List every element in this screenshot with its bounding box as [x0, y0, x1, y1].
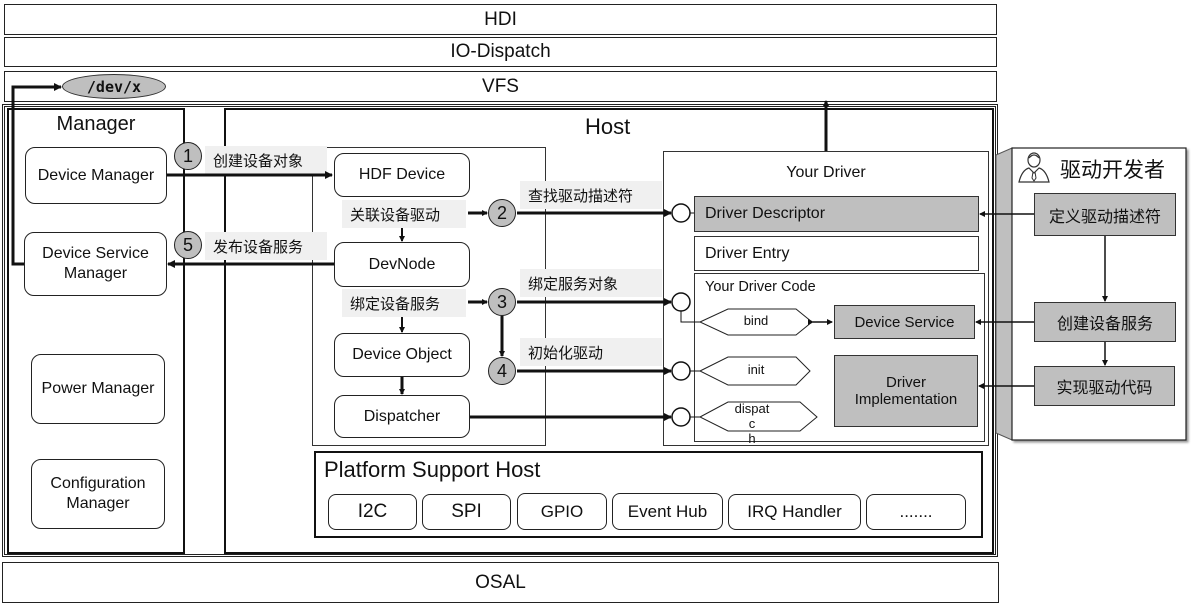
vfs-label: VFS — [482, 75, 519, 97]
devnode-box: DevNode — [334, 242, 470, 287]
hdf-device-box: HDF Device — [334, 153, 470, 197]
step-2-label: 查找驱动描述符 — [520, 181, 662, 209]
step-5-badge: 5 — [174, 231, 202, 259]
your-driver-title: Your Driver — [786, 164, 866, 181]
host-title: Host — [585, 114, 631, 139]
psh-item-more: ....... — [866, 494, 966, 530]
platform-support-host-panel — [314, 451, 983, 538]
your-driver-code-title: Your Driver Code — [705, 279, 816, 295]
osal-layer: OSAL — [2, 562, 999, 603]
your-driver-code-panel — [694, 273, 985, 442]
developer-person-icon — [1018, 152, 1050, 183]
devnode-label: DevNode — [368, 255, 436, 273]
hdf-device-label: HDF Device — [358, 166, 446, 183]
psh-item-gpio: GPIO — [517, 493, 607, 530]
step-1-label: 创建设备对象 — [205, 146, 327, 174]
driver-entry-box: Driver Entry — [694, 236, 979, 271]
step-2-badge: 2 — [488, 199, 516, 227]
device-service-manager-label: Device Service Manager — [42, 245, 149, 282]
io-dispatch-label: IO-Dispatch — [450, 41, 551, 62]
associate-driver-label: 关联设备驱动 — [342, 200, 466, 228]
configuration-manager-box: Configuration Manager — [31, 459, 165, 529]
hdi-label: HDI — [484, 8, 517, 30]
psh-item-spi: SPI — [422, 494, 511, 530]
manager-panel — [7, 108, 185, 554]
step-5-label: 发布设备服务 — [205, 232, 327, 260]
dispatcher-label: Dispatcher — [363, 407, 441, 425]
your-driver-panel — [663, 151, 989, 446]
hdi-layer: HDI — [4, 4, 997, 35]
driver-descriptor-box: Driver Descriptor — [694, 196, 979, 232]
configuration-manager-label: Configuration Manager — [50, 475, 146, 512]
device-object-label: Device Object — [352, 346, 452, 363]
device-object-box: Device Object — [334, 333, 470, 377]
osal-label: OSAL — [475, 571, 526, 593]
step-3-badge: 3 — [488, 288, 516, 316]
create-service-task: 创建设备服务 — [1034, 302, 1176, 342]
device-service-manager-box: Device Service Manager — [24, 232, 167, 296]
io-dispatch-layer: IO-Dispatch — [4, 37, 997, 67]
power-manager-box: Power Manager — [31, 354, 165, 424]
define-descriptor-task: 定义驱动描述符 — [1034, 193, 1176, 236]
device-manager-box: Device Manager — [25, 147, 167, 204]
bind-label: bind — [743, 313, 769, 328]
dev-node-ellipse: /dev/x — [62, 74, 166, 99]
implement-code-task: 实现驱动代码 — [1034, 366, 1175, 406]
step-3-label: 绑定服务对象 — [520, 269, 662, 297]
dispatcher-box: Dispatcher — [334, 395, 470, 438]
bind-device-service-label: 绑定设备服务 — [342, 289, 466, 317]
device-manager-label: Device Manager — [37, 166, 155, 184]
psh-item-event-hub: Event Hub — [612, 493, 723, 530]
step-1-badge: 1 — [174, 142, 202, 170]
init-label: init — [747, 362, 765, 377]
psh-item-irq-handler: IRQ Handler — [728, 494, 861, 530]
dispatch-label: dispatc h — [734, 401, 770, 446]
driver-implementation-box: Driver Implementation — [834, 355, 978, 427]
host-panel — [224, 108, 994, 554]
device-service-box: Device Service — [834, 305, 975, 339]
psh-item-i2c: I2C — [328, 494, 417, 530]
power-manager-label: Power Manager — [41, 380, 155, 397]
platform-support-host-title: Platform Support Host — [324, 457, 541, 482]
vfs-layer: VFS — [4, 71, 997, 102]
manager-title: Manager — [56, 113, 136, 135]
dev-node-label: /dev/x — [86, 77, 142, 96]
step-4-label: 初始化驱动 — [520, 338, 662, 366]
step-4-badge: 4 — [488, 357, 516, 385]
developer-title: 驱动开发者 — [1060, 159, 1165, 182]
